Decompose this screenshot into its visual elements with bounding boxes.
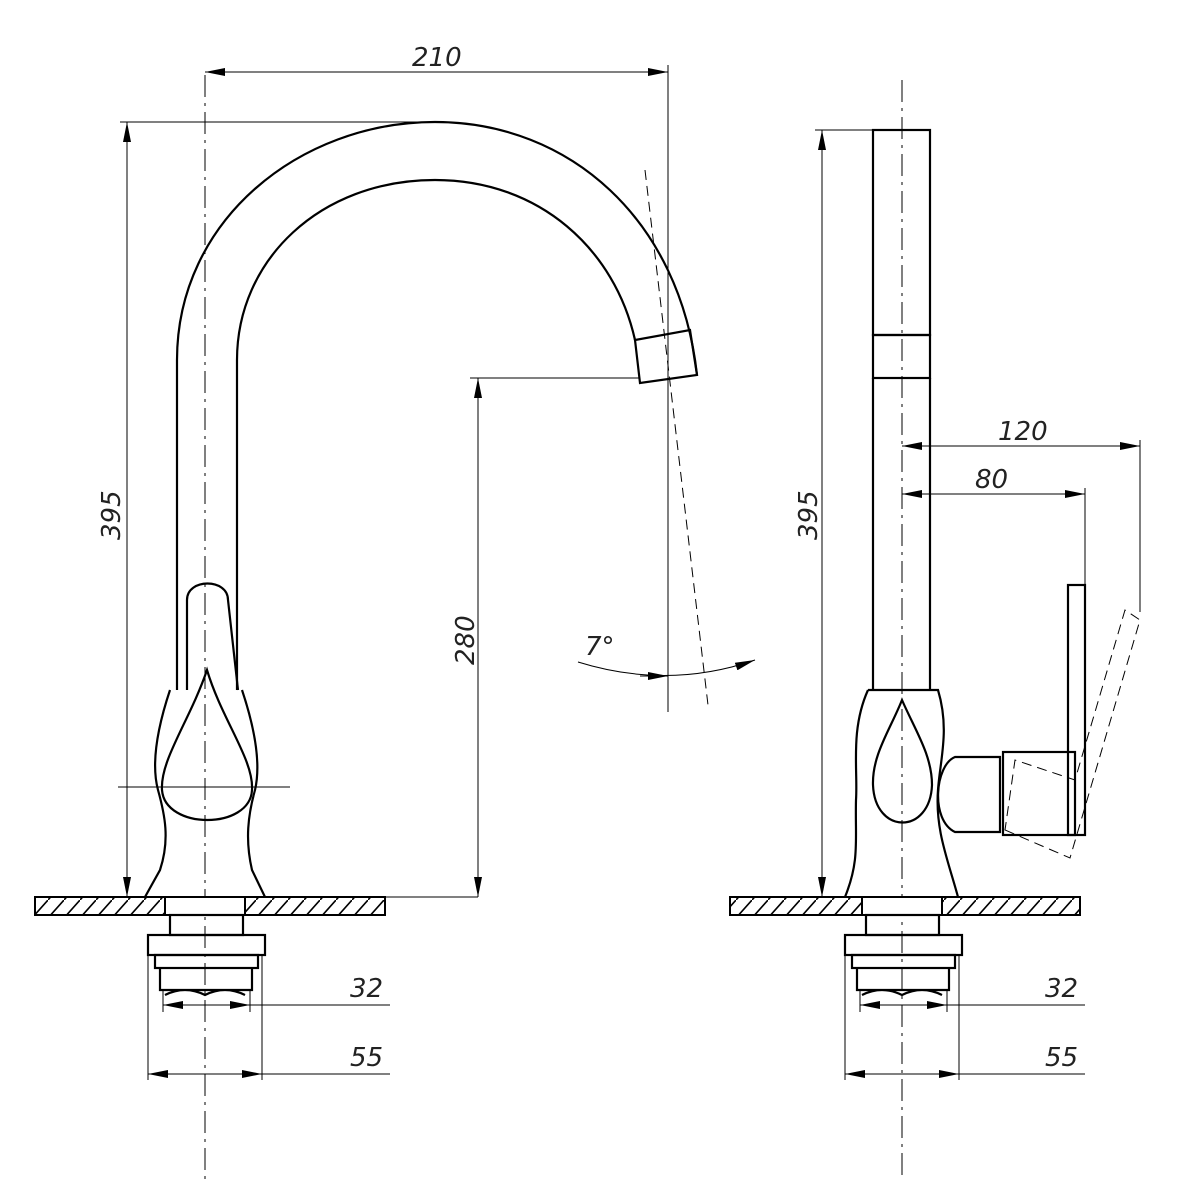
- dim-lever-reach: 120: [998, 417, 1048, 447]
- lever-open-position: [1004, 609, 1141, 859]
- spout-aerator: [633, 328, 699, 385]
- dim-base: 55: [350, 1043, 383, 1073]
- handle-lever-side: [1066, 583, 1087, 837]
- dim-height: 395: [97, 490, 127, 540]
- side-view: 395 120 80 32 55: [729, 80, 1141, 1180]
- body-teardrop: [160, 666, 254, 821]
- mounting-nut: [146, 933, 267, 957]
- dim-lever-offset: 80: [975, 465, 1008, 495]
- dim-spout-height: 280: [451, 615, 481, 665]
- spout-inner: [235, 178, 637, 690]
- dim-thread: 32: [350, 974, 383, 1004]
- dim-thread-side: 32: [1045, 974, 1078, 1004]
- front-view: 210 395 280 7° 32 55: [34, 43, 756, 1180]
- dim-width: 210: [412, 43, 462, 73]
- cartridge-housing: [936, 755, 1002, 834]
- dim-base-side: 55: [1045, 1043, 1078, 1073]
- spout-outer: [175, 120, 699, 690]
- body-left: [144, 689, 172, 898]
- dim-angle: 7°: [585, 632, 615, 662]
- body-right: [240, 689, 266, 898]
- dim-height-side: 395: [794, 490, 824, 540]
- handle-lever: [185, 582, 240, 691]
